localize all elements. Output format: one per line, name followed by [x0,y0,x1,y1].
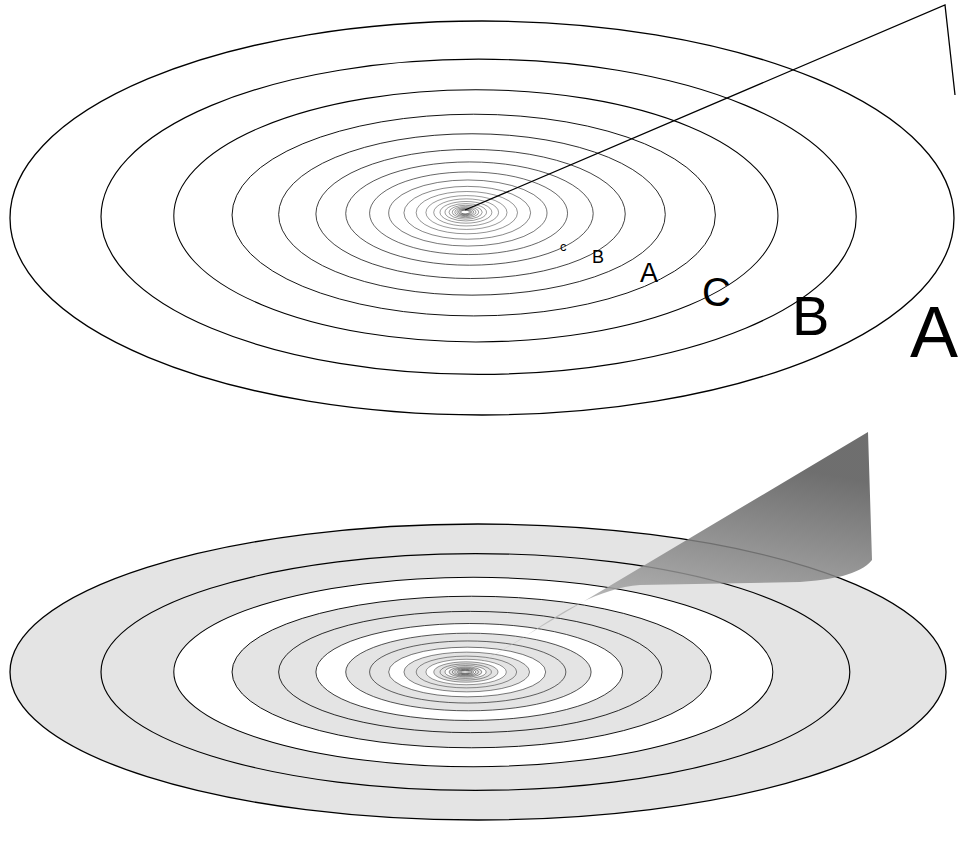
contour-ellipse [389,180,547,246]
ring-label: A [910,296,958,368]
contour-ellipse [316,149,625,278]
contour-ellipse [452,207,479,218]
ring-label: B [592,248,604,266]
cut-ray [465,5,955,210]
contour-ellipse [279,134,666,295]
contour-ellipse [174,90,778,342]
contour-ellipse [101,554,850,791]
contour-ellipse [232,114,715,316]
contour-ellipse [316,624,623,721]
contour-ellipse [370,641,566,703]
contour-ellipse [440,201,492,223]
contour-ellipse [389,647,546,697]
contour-ellipse [449,205,482,219]
contour-ellipse [434,199,499,226]
contour-ellipse [449,667,482,677]
contour-ellipse [346,633,591,711]
contour-ellipse [452,668,478,676]
contour-ellipse [370,172,568,255]
ring-label: B [792,288,829,344]
contour-ellipse [434,662,498,682]
contour-ellipse [416,191,517,233]
contour-ellipse [440,664,491,680]
contour-ellipse [426,196,507,230]
contour-ellipse [10,21,954,415]
contour-ellipse [346,162,593,265]
contour-ellipse [457,669,474,674]
contour-ellipse [279,611,662,732]
contour-ellipse [101,59,856,374]
contour-ellipse [455,669,476,676]
contour-ellipse [232,596,711,748]
contour-ellipse [174,577,773,766]
contour-ellipse [445,204,487,221]
contour-ellipse [404,652,530,692]
contour-ellipse [426,659,506,684]
contour-ellipse [455,208,476,217]
contour-ellipses [10,21,954,415]
contour-ellipse [461,671,470,674]
contour-ellipse [445,665,486,678]
ring-label: c [560,240,567,253]
contour-ellipse [458,670,471,674]
contour-ellipse [404,186,531,239]
rising-sheet [465,432,872,672]
ring-label: A [640,260,658,287]
contour-ellipse [416,656,517,688]
contour-ellipse [461,210,470,214]
contour-ellipse [460,670,471,673]
contour-ellipse [460,210,471,215]
ring-label: C [702,272,731,312]
